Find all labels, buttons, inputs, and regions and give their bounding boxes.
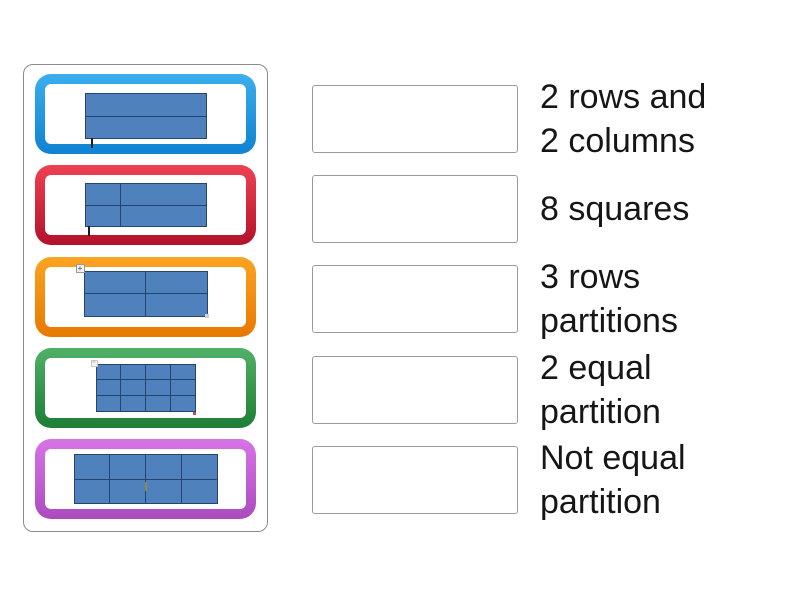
match-card-purple-8-squares[interactable]	[35, 439, 256, 519]
answer-slot-3[interactable]	[312, 265, 518, 333]
match-row: 3 rows partitions	[312, 258, 678, 340]
partition-image-unequal-2x2	[84, 183, 207, 237]
answer-label-2: 8 squares	[540, 190, 690, 228]
resize-handle-dot	[192, 411, 196, 415]
match-card-blue-2-equal-rows[interactable]	[35, 74, 256, 154]
match-row: 8 squares	[312, 175, 689, 243]
card-face	[45, 84, 246, 148]
partition-image-2-rows	[84, 93, 207, 148]
card-face	[45, 449, 246, 509]
match-card-orange-2x2[interactable]: +	[35, 256, 256, 337]
match-card-red-unequal-partition[interactable]	[35, 165, 256, 246]
text-cursor-tick	[90, 138, 93, 148]
answer-slot-5[interactable]	[312, 446, 518, 514]
answer-slot-4[interactable]	[312, 356, 518, 424]
partition-image-2x4	[73, 454, 218, 504]
card-face: +	[45, 357, 246, 418]
answer-label-1: 2 rows and 2 columns	[540, 78, 707, 160]
match-row: 2 rows and 2 columns	[312, 78, 706, 160]
answer-slot-1[interactable]	[312, 85, 518, 153]
match-row: 2 equal partition	[312, 349, 661, 431]
answer-label-4: 2 equal partition	[540, 349, 661, 431]
partition-image-3x4: +	[90, 359, 196, 415]
text-cursor-tick	[87, 226, 90, 237]
answer-slot-2[interactable]	[312, 175, 518, 243]
resize-handle-dot	[204, 313, 209, 318]
table-handle-icon: +	[90, 359, 98, 367]
text-cursor-tick	[144, 482, 147, 491]
partition-image-2x2: +	[75, 263, 209, 318]
table-handle-icon: +	[75, 263, 85, 273]
card-face: +	[45, 263, 246, 327]
cards-panel: + +	[23, 64, 268, 532]
answer-label-5: Not equal partition	[540, 439, 686, 521]
card-face	[45, 175, 246, 237]
match-row: Not equal partition	[312, 439, 686, 521]
match-card-green-3x4[interactable]: +	[35, 347, 256, 428]
answer-label-3: 3 rows partitions	[540, 258, 678, 340]
